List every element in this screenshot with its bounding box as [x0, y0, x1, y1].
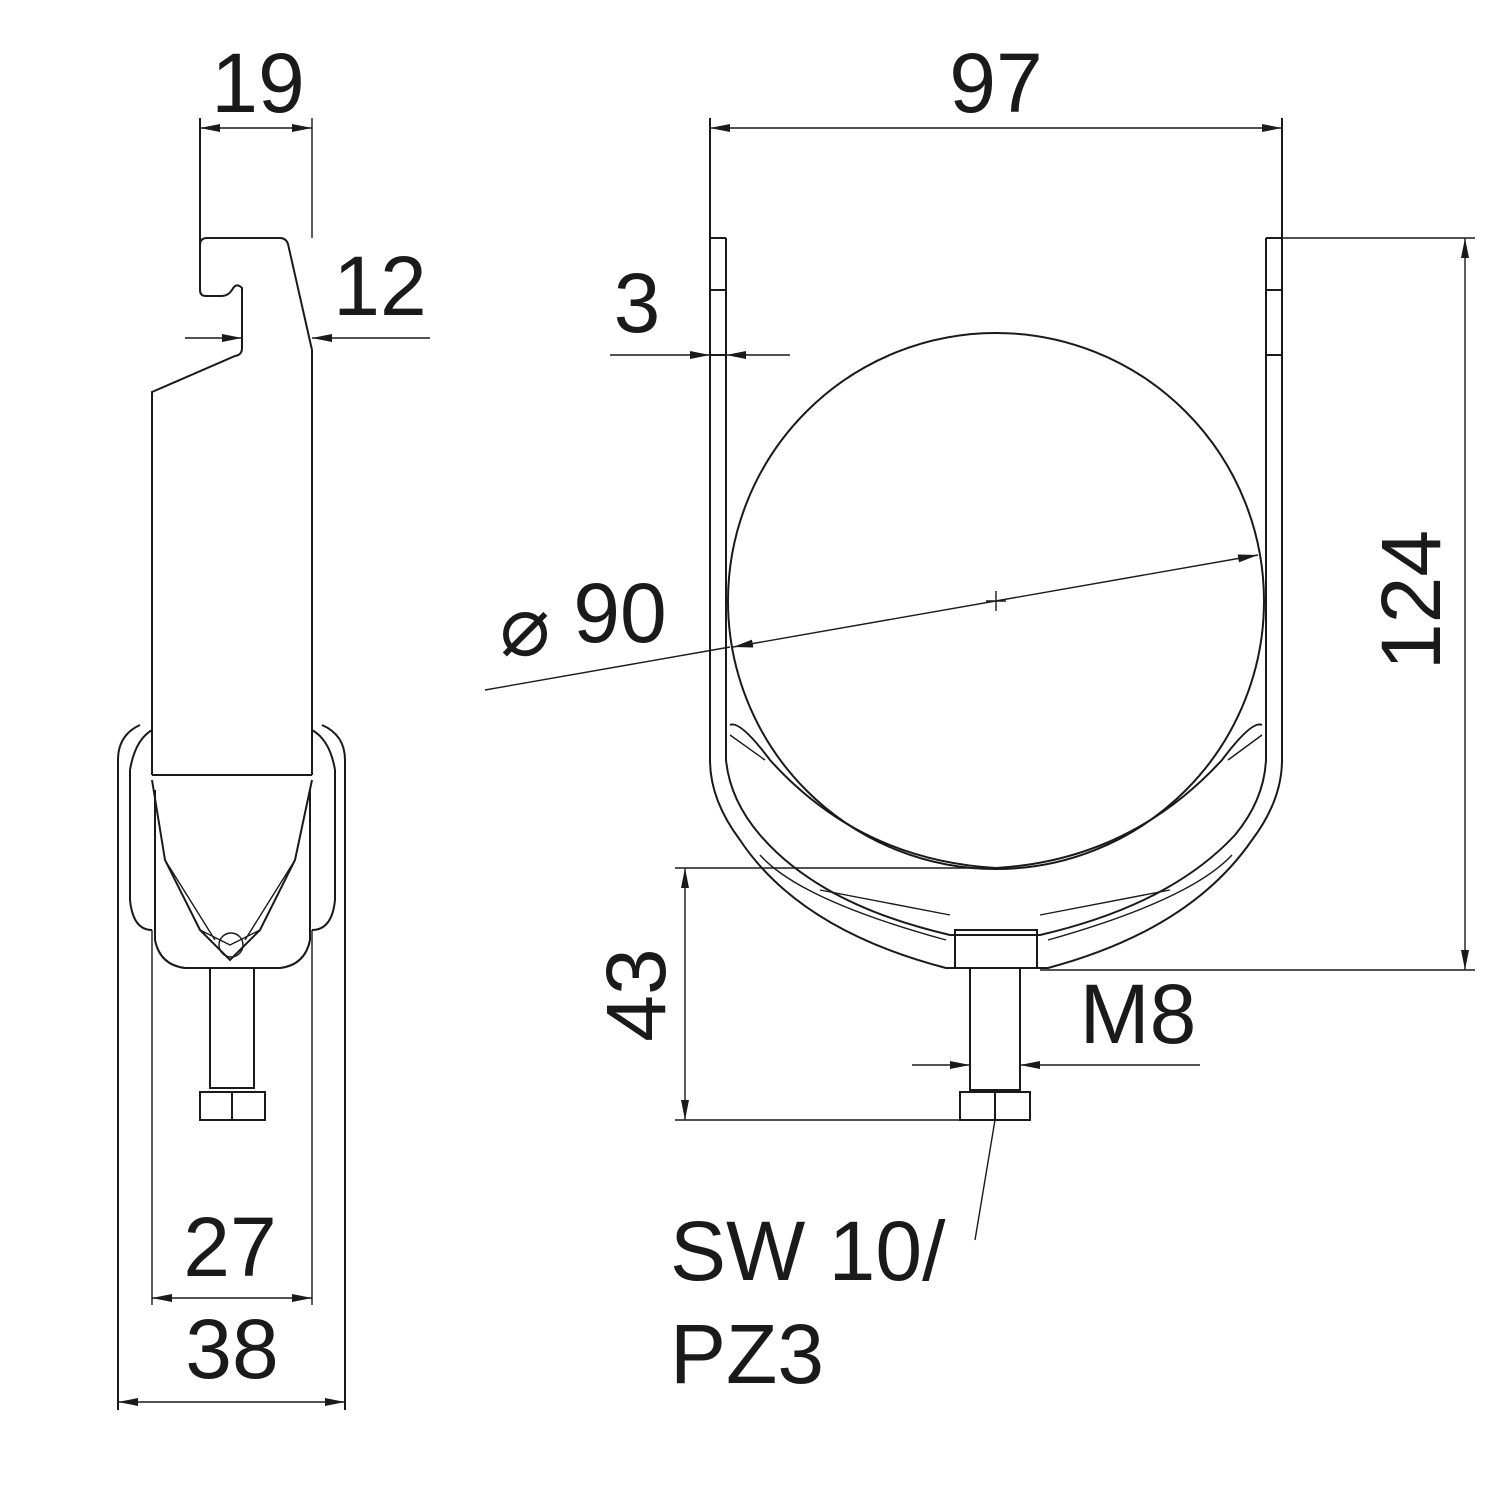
diameter-symbol: ⌀	[500, 579, 551, 673]
dim-19: 19	[211, 36, 304, 130]
dim-38: 38	[185, 1302, 278, 1396]
side-view: 19 12 27 38	[117, 36, 430, 1410]
drive-label-line1: SW 10/	[670, 1204, 946, 1298]
dim-27: 27	[183, 1200, 276, 1294]
dim-43: 43	[589, 948, 683, 1041]
dim-97: 97	[949, 36, 1042, 130]
dim-124: 124	[1364, 530, 1458, 670]
dim-3: 3	[614, 256, 661, 350]
dim-diameter-90: 90	[573, 566, 666, 660]
dim-m8: M8	[1080, 967, 1197, 1061]
front-view: 97 3 ⌀ 90 124 43 M8 SW 10/ PZ3	[484, 36, 1475, 1401]
drive-label-line2: PZ3	[670, 1307, 824, 1401]
dim-12: 12	[333, 239, 426, 333]
